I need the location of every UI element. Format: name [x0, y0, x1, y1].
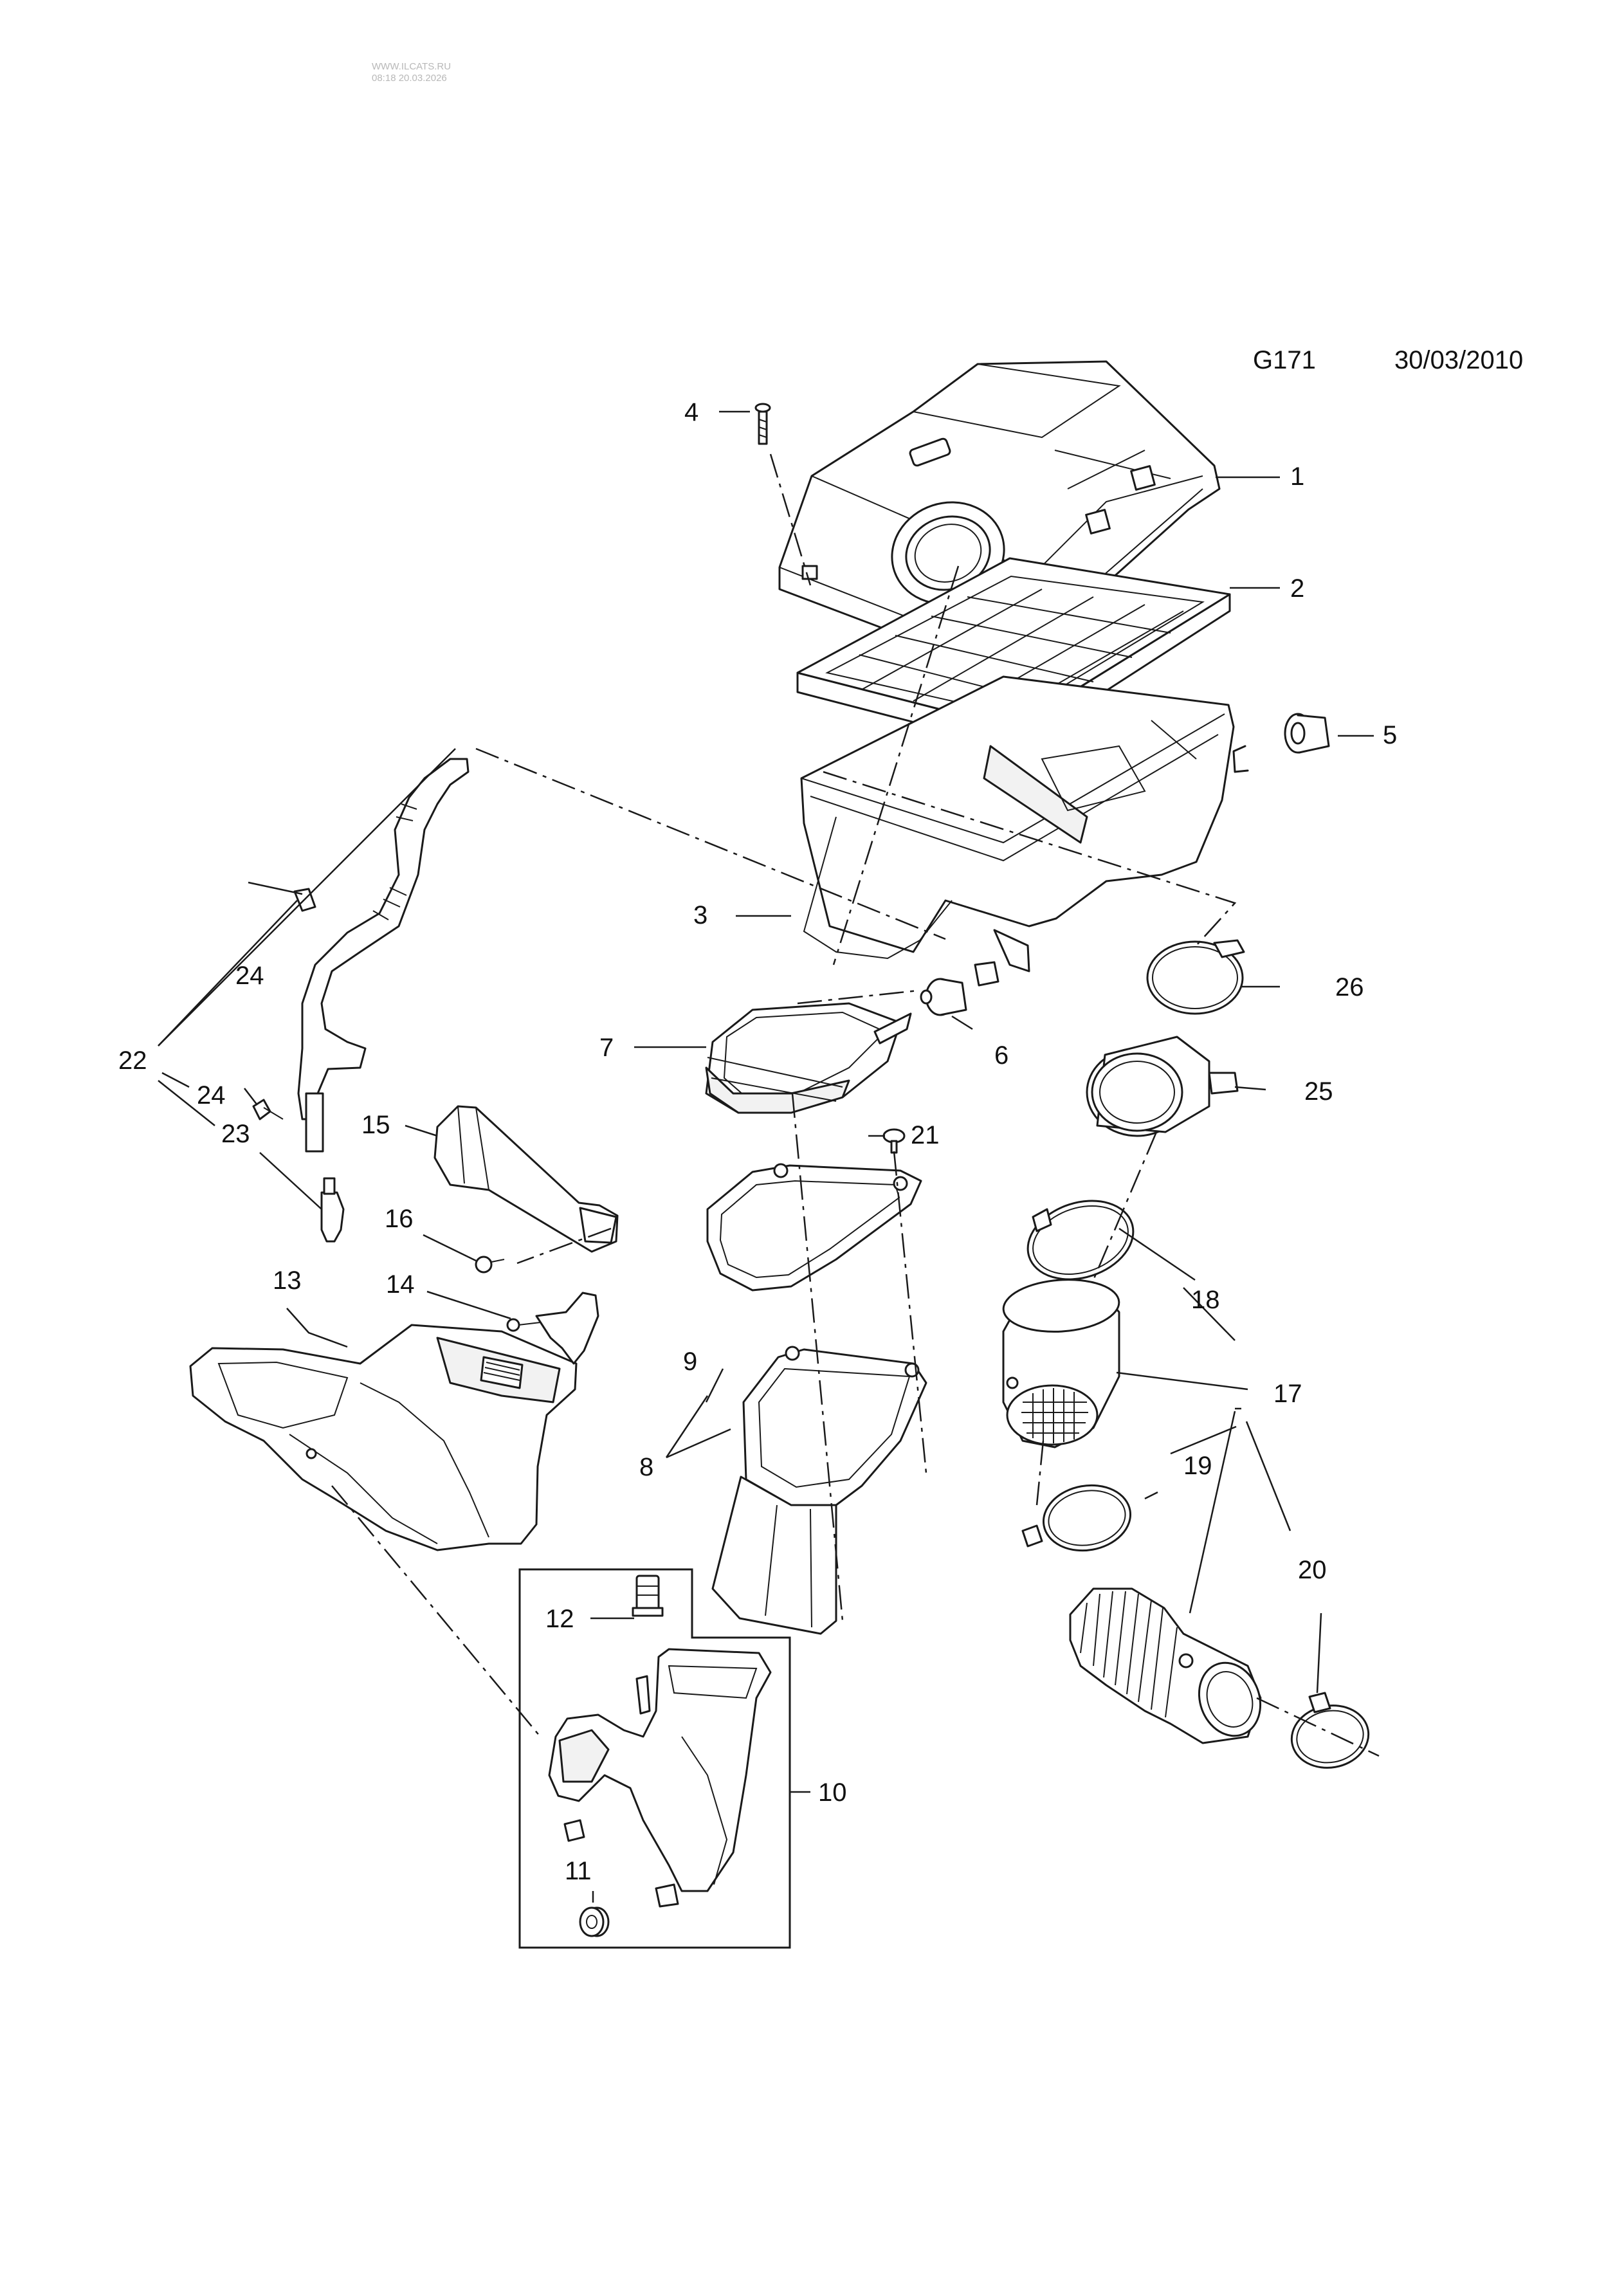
callout-17: 17: [1273, 1380, 1302, 1408]
callout-25: 25: [1304, 1077, 1333, 1106]
callout-8: 8: [639, 1453, 653, 1481]
part-25-mass-air-flow-sensor[interactable]: [1086, 1036, 1239, 1137]
callout-22: 22: [118, 1046, 147, 1075]
part-5-grommet[interactable]: [1284, 713, 1330, 754]
part-18-hose-clamp[interactable]: [1017, 1188, 1144, 1292]
callout-9: 9: [683, 1348, 697, 1376]
part-12-plug[interactable]: [632, 1575, 664, 1617]
callout-19: 19: [1183, 1452, 1212, 1480]
part-17-corrugated-hose[interactable]: [1069, 1587, 1270, 1744]
diagram-code: G171: [1253, 346, 1316, 374]
callout-24-lower: 24: [197, 1081, 226, 1110]
part-16-screw[interactable]: [475, 1256, 505, 1274]
callout-24-upper: 24: [235, 962, 264, 990]
callout-15: 15: [361, 1111, 390, 1139]
callout-14: 14: [386, 1270, 415, 1299]
assembly-lines: [331, 453, 1380, 1757]
part-6-grommet[interactable]: [920, 961, 999, 1016]
diagram-date: 30/03/2010: [1394, 346, 1524, 374]
part-26-hose-clamp[interactable]: [1146, 939, 1245, 1015]
callout-2: 2: [1290, 574, 1304, 603]
callout-10: 10: [818, 1778, 847, 1807]
watermark-line-1: WWW.ILCATS.RU: [372, 61, 452, 72]
part-14-bracket[interactable]: [506, 1292, 599, 1365]
callout-11: 11: [565, 1857, 592, 1885]
callout-3: 3: [693, 901, 707, 929]
callout-4: 4: [684, 398, 698, 426]
part-21-clip[interactable]: [882, 1128, 906, 1154]
part-22-breather-hose[interactable]: [297, 758, 470, 1153]
callout-20: 20: [1298, 1556, 1327, 1584]
part-13-intake-duct[interactable]: [189, 1324, 578, 1551]
callout-21: 21: [911, 1121, 940, 1149]
callout-7: 7: [599, 1034, 614, 1062]
callout-12: 12: [545, 1605, 574, 1633]
part-11-grommet[interactable]: [579, 1906, 605, 1937]
callout-18: 18: [1191, 1286, 1220, 1314]
leader-lines: [158, 410, 1374, 1903]
callout-16: 16: [385, 1205, 414, 1233]
part-24-clamp-lower[interactable]: [252, 1099, 284, 1120]
part-8-air-duct[interactable]: [711, 1346, 927, 1635]
callout-5: 5: [1383, 721, 1397, 749]
part-7-intake-duct[interactable]: [705, 1002, 912, 1114]
part-20-hose-clamp[interactable]: [1287, 1692, 1374, 1774]
callout-labels: 1 2 3 4 5 6 7 8 9 10 11 12 13 14 15 16 1…: [118, 398, 1397, 1885]
callout-13: 13: [273, 1266, 302, 1295]
part-23-valve[interactable]: [320, 1177, 345, 1243]
watermark-line-2: 08:18 20.03.2026: [372, 73, 447, 84]
callout-23: 23: [221, 1120, 250, 1148]
part-19-hose-clamp[interactable]: [1021, 1479, 1136, 1557]
callout-6: 6: [994, 1041, 1008, 1070]
part-4-screw[interactable]: [754, 403, 771, 445]
part-17-resonator-tube[interactable]: [1001, 1276, 1120, 1448]
part-15-resonator[interactable]: [433, 1105, 619, 1253]
callout-1: 1: [1290, 462, 1304, 491]
part-9-seal[interactable]: [706, 1163, 922, 1292]
part-3-air-cleaner-housing[interactable]: [800, 675, 1249, 973]
watermark: WWW.ILCATS.RU 08:18 20.03.2026: [372, 61, 451, 84]
callout-26: 26: [1335, 973, 1364, 1001]
